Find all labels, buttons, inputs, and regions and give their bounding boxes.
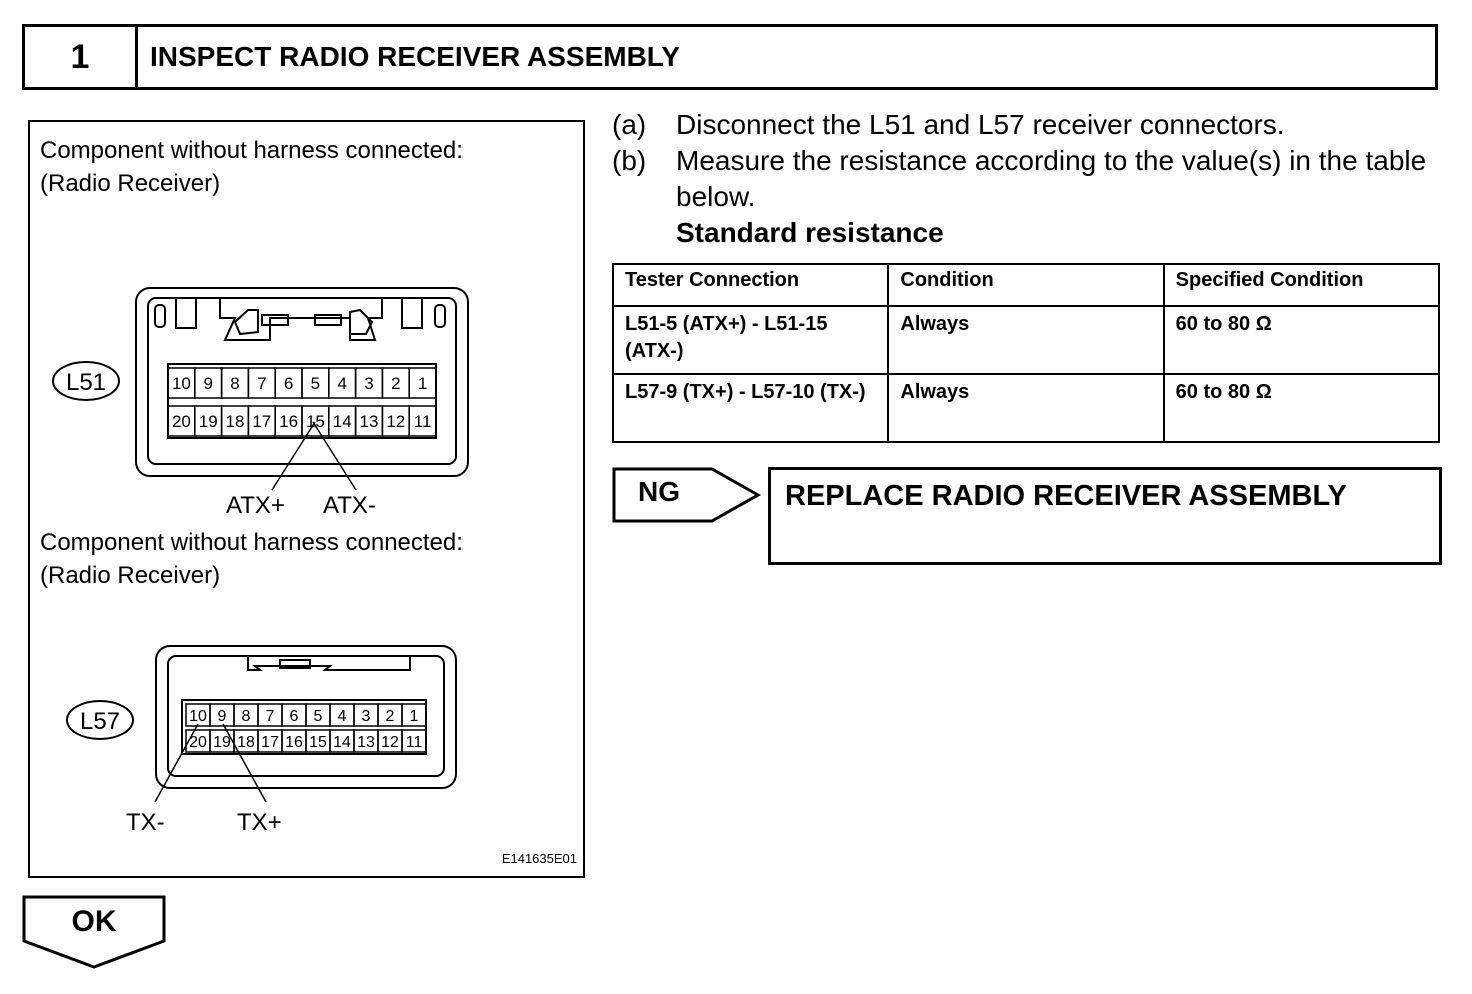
- instruction-b: (b) Measure the resistance according to …: [612, 143, 1442, 215]
- step-header: 1 INSPECT RADIO RECEIVER ASSEMBLY: [22, 24, 1438, 90]
- atx-minus-leader: [312, 421, 357, 491]
- pin-label: 9: [203, 374, 212, 393]
- specified-condition-cell: 60 to 80 Ω: [1162, 305, 1441, 375]
- pin-label: 11: [406, 734, 423, 751]
- resistance-table: Tester Connection Condition Specified Co…: [611, 263, 1441, 443]
- pin-cell: [408, 367, 437, 399]
- pin-label: 17: [261, 734, 279, 751]
- table-row: L51-5 (ATX+) - L51-15 (ATX-) Always 60 t…: [611, 305, 1441, 375]
- pin-label: 20: [189, 734, 207, 751]
- ok-label: OK: [71, 905, 117, 938]
- condition-cell: Always: [887, 305, 1165, 375]
- figure-id: E141635E01: [501, 851, 577, 866]
- pin-label: 10: [172, 374, 191, 393]
- pin-label: 14: [333, 412, 352, 431]
- pin-label: 2: [391, 374, 400, 393]
- pin-label: 13: [357, 734, 375, 751]
- instruction-a-text: Disconnect the L51 and L57 receiver conn…: [676, 109, 1285, 140]
- pin-label: 15: [309, 734, 327, 751]
- instructions: (a) Disconnect the L51 and L57 receiver …: [612, 107, 1442, 251]
- pin-label: 18: [237, 734, 255, 751]
- pin-label: 1: [410, 708, 419, 725]
- tester-connection-cell: L57-9 (TX+) - L57-10 (TX-): [611, 373, 890, 443]
- pin-label: 18: [226, 412, 245, 431]
- pin-label: 1: [418, 374, 427, 393]
- pin-label: 3: [362, 708, 371, 725]
- pin-label: 12: [381, 734, 399, 751]
- table-header-row: Tester Connection Condition Specified Co…: [611, 263, 1441, 307]
- col-specified-condition: Specified Condition: [1162, 263, 1441, 307]
- tx-minus-leader: [154, 723, 199, 803]
- standard-resistance-heading: Standard resistance: [676, 217, 944, 248]
- tx-plus-leader: [222, 723, 267, 803]
- pin-label: 17: [252, 412, 271, 431]
- instruction-b-label: (b): [612, 145, 647, 176]
- ng-action-box: REPLACE RADIO RECEIVER ASSEMBLY: [768, 467, 1442, 565]
- pin-label: 5: [311, 374, 320, 393]
- specified-condition-cell: 60 to 80 Ω: [1162, 373, 1441, 443]
- col-tester-connection: Tester Connection: [611, 263, 890, 307]
- pin-label: 11: [414, 412, 432, 431]
- caption-l57: Component without harness connected: (Ra…: [40, 526, 463, 592]
- caption-l51-line2: (Radio Receiver): [40, 170, 221, 197]
- caption-l51: Component without harness connected: (Ra…: [40, 134, 463, 200]
- pin-label: 16: [279, 412, 298, 431]
- pin-label: 12: [386, 412, 405, 431]
- connector-l57-id: L57: [66, 700, 134, 740]
- pin-label: 13: [360, 412, 379, 431]
- instruction-a-label: (a): [612, 109, 647, 140]
- tx-minus-label: TX-: [126, 809, 165, 836]
- pin-label: 8: [242, 708, 251, 725]
- step-number: 1: [25, 27, 138, 87]
- pin-label: 9: [218, 708, 227, 725]
- pin-label: 14: [333, 734, 351, 751]
- caption-l51-line1: Component without harness connected:: [40, 137, 463, 164]
- connector-l51-id: L51: [52, 361, 120, 401]
- ng-action-text: REPLACE RADIO RECEIVER ASSEMBLY: [785, 480, 1347, 512]
- pin-cell: [408, 405, 437, 437]
- atx-minus-label: ATX-: [323, 492, 376, 519]
- pin-label: 4: [338, 708, 347, 725]
- atx-plus-leader: [271, 421, 316, 491]
- pin-label: 7: [257, 374, 266, 393]
- pin-label: 16: [285, 734, 303, 751]
- condition-cell: Always: [887, 373, 1165, 443]
- pin-label: 2: [386, 708, 395, 725]
- step-title: INSPECT RADIO RECEIVER ASSEMBLY: [150, 41, 681, 72]
- connector-l57: [155, 645, 457, 789]
- pin-label: 10: [189, 708, 207, 725]
- caption-l57-line2: (Radio Receiver): [40, 562, 221, 589]
- pin-label: 6: [284, 374, 293, 393]
- connector-l51: [135, 287, 469, 477]
- ng-arrow-icon: [612, 467, 762, 523]
- connector-l51-label: L51: [66, 369, 106, 396]
- pin-label: 5: [314, 708, 323, 725]
- pin-label: 20: [172, 412, 191, 431]
- pin-label: 7: [266, 708, 275, 725]
- pin-cell: [401, 703, 427, 727]
- pin-cell: [401, 729, 427, 753]
- pin-label: 19: [199, 412, 218, 431]
- pin-label: 8: [230, 374, 239, 393]
- col-condition: Condition: [887, 263, 1165, 307]
- atx-plus-label: ATX+: [226, 492, 285, 519]
- connector-illustration: Component without harness connected: (Ra…: [28, 120, 585, 878]
- pin-label: 19: [213, 734, 231, 751]
- tx-plus-label: TX+: [237, 809, 282, 836]
- ng-label: NG: [638, 476, 680, 507]
- pin-label: 6: [290, 708, 299, 725]
- table-row: L57-9 (TX+) - L57-10 (TX-) Always 60 to …: [611, 373, 1441, 443]
- connector-l57-label: L57: [80, 708, 120, 735]
- tester-connection-cell: L51-5 (ATX+) - L51-15 (ATX-): [611, 305, 890, 375]
- pin-label: 4: [337, 374, 346, 393]
- instruction-a: (a) Disconnect the L51 and L57 receiver …: [612, 107, 1442, 143]
- pin-label: 15: [306, 412, 325, 431]
- instruction-b-text: Measure the resistance according to the …: [676, 145, 1427, 212]
- caption-l57-line1: Component without harness connected:: [40, 529, 463, 556]
- ok-arrow-icon: [22, 895, 166, 969]
- pin-label: 3: [364, 374, 373, 393]
